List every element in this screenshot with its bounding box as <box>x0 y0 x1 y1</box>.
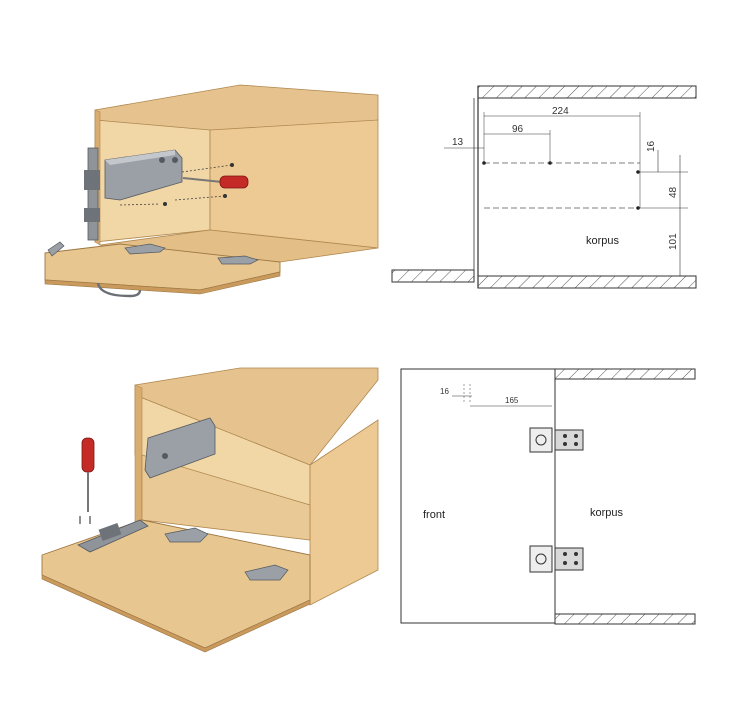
dim-48: 48 <box>668 186 679 198</box>
label-korpus-bottom: korpus <box>590 507 624 519</box>
hinge-bottom-icon <box>529 545 584 573</box>
hatch-top <box>477 85 697 99</box>
cabinet-front-flap-edge <box>44 271 281 295</box>
lift-mechanism <box>144 417 216 479</box>
dim-96: 96 <box>512 124 524 135</box>
lift-arm <box>87 147 99 241</box>
label-front: front <box>423 509 445 521</box>
technical-drawing-top: 224 96 13 16 48 101 korpus <box>391 85 697 289</box>
cabinet-front-flap-edge <box>41 574 311 653</box>
screw-point <box>223 194 227 198</box>
cabinet-illustration-top <box>44 84 379 298</box>
dim-16: 16 <box>646 140 657 152</box>
cabinet-inner-back <box>141 454 311 541</box>
cabinet-left-edge <box>134 384 143 531</box>
flap-handle <box>96 282 142 298</box>
hinge-icon <box>244 564 289 581</box>
hatch-bottom <box>554 613 696 625</box>
screw-point <box>230 163 234 167</box>
mechanism-screw <box>159 157 165 163</box>
hatch-bottom-left <box>391 269 475 283</box>
hinge-icon <box>164 527 209 543</box>
label-korpus-top: korpus <box>586 235 620 247</box>
screwdriver-handle <box>81 437 95 473</box>
dim-224: 224 <box>552 106 569 117</box>
mechanism-screw <box>172 157 178 163</box>
lift-arm-joint <box>84 208 100 222</box>
hinge-icon <box>124 243 166 255</box>
cabinet-illustration-bottom <box>41 367 379 653</box>
lift-mechanism-face <box>105 150 175 165</box>
front-panel-outline <box>400 368 556 624</box>
dim-101: 101 <box>668 233 679 250</box>
dim-165: 165 <box>505 396 519 405</box>
screwdriver-handle <box>219 175 249 189</box>
dim-13: 13 <box>452 137 464 148</box>
dim-16-hinge: 16 <box>440 387 449 396</box>
hinge-icon <box>217 255 259 265</box>
screw-point <box>163 202 167 206</box>
lift-arm-joint <box>84 170 100 190</box>
hinge-top-icon <box>529 427 584 453</box>
technical-drawing-bottom: 16 165 front korpus <box>400 368 696 625</box>
hatch-bottom-right <box>477 275 697 289</box>
hatch-top <box>554 368 696 380</box>
